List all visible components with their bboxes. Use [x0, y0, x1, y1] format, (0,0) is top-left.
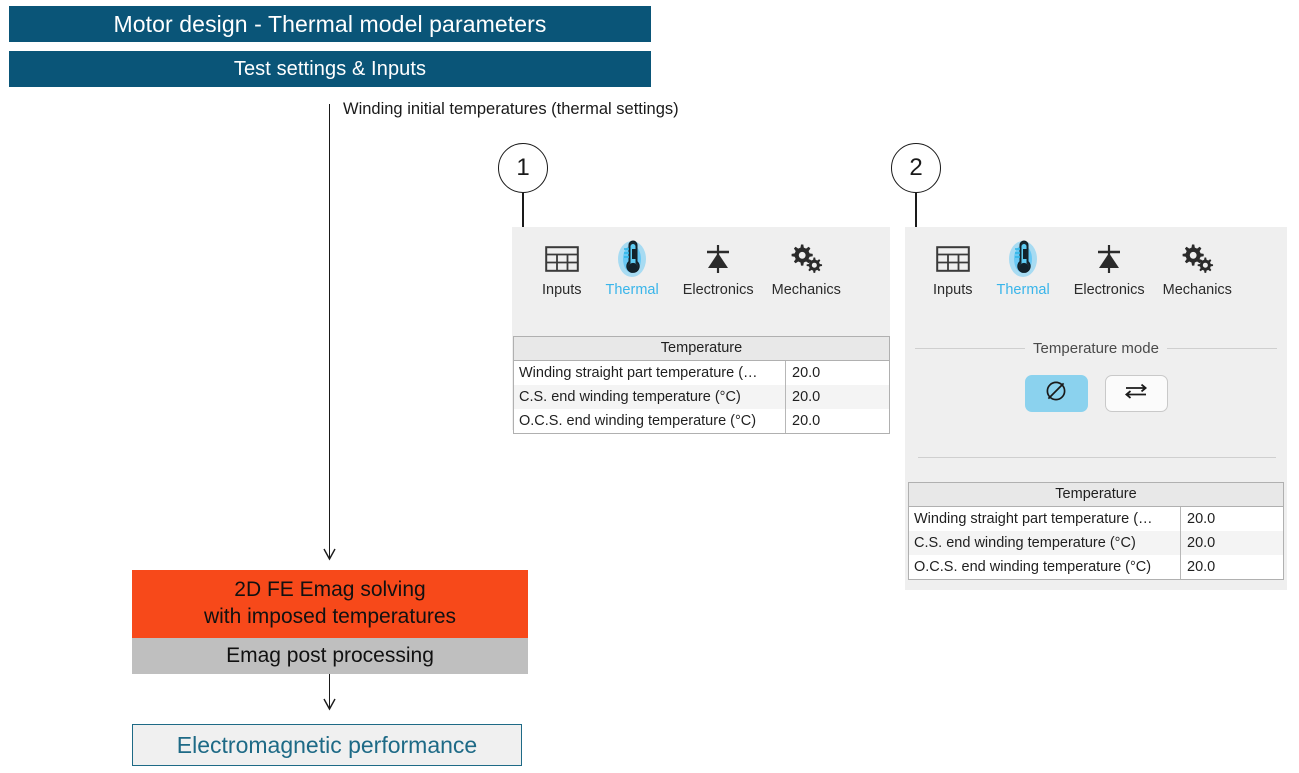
- callout-circle-1: 1: [498, 143, 548, 193]
- table-icon: [544, 239, 579, 279]
- row-label: Winding straight part temperature (…: [514, 361, 786, 385]
- gears-icon: [788, 239, 824, 279]
- temperature-mode-exchange-button[interactable]: [1104, 375, 1168, 412]
- temperature-table-panel-1: Temperature Winding straight part temper…: [513, 336, 890, 434]
- tabbar-panel-2: Inputs Thermal: [905, 227, 1287, 304]
- tab-label-inputs-panel-1: Inputs: [542, 282, 582, 298]
- temperature-mode-average-button[interactable]: [1024, 375, 1088, 412]
- callout-leader-line-2: [915, 193, 917, 243]
- tab-inputs-panel-2[interactable]: Inputs: [923, 235, 989, 304]
- annotation-label: Winding initial temperatures (thermal se…: [343, 100, 679, 118]
- row-label: C.S. end winding temperature (°C): [514, 385, 786, 409]
- tab-label-inputs-panel-2: Inputs: [933, 282, 973, 298]
- temperature-mode-title: Temperature mode: [1033, 340, 1159, 357]
- flow-arrow-down-main: [323, 548, 336, 561]
- table-row[interactable]: Winding straight part temperature (… 20.…: [909, 507, 1283, 531]
- tab-thermal-panel-1[interactable]: Thermal: [598, 235, 675, 304]
- tab-label-thermal-panel-2: Thermal: [996, 282, 1050, 298]
- thermometer-icon: [615, 239, 649, 279]
- row-label: O.C.S. end winding temperature (°C): [909, 555, 1181, 579]
- diode-icon: [701, 239, 735, 279]
- table-icon: [935, 239, 970, 279]
- table-row[interactable]: C.S. end winding temperature (°C) 20.0: [909, 531, 1283, 555]
- temperature-mode-buttons: [915, 375, 1277, 412]
- row-label: O.C.S. end winding temperature (°C): [514, 409, 786, 433]
- flow-box-emag-solving-line2: with imposed temperatures: [203, 605, 457, 628]
- callout-number-1: 1: [516, 154, 530, 181]
- flow-connector-line-main: [329, 104, 331, 559]
- tab-mechanics-panel-1[interactable]: Mechanics: [764, 235, 849, 304]
- callout-circle-2: 2: [891, 143, 941, 193]
- tab-electronics-panel-1[interactable]: Electronics: [675, 235, 764, 304]
- average-diameter-icon: [1043, 378, 1069, 409]
- flow-arrow-down-mid: [323, 698, 336, 711]
- tab-mechanics-panel-2[interactable]: Mechanics: [1155, 235, 1240, 304]
- temperature-mode-bottom-separator: [918, 457, 1276, 458]
- page-title: Motor design - Thermal model parameters: [9, 6, 651, 42]
- table-row[interactable]: O.C.S. end winding temperature (°C) 20.0: [909, 555, 1283, 579]
- table-row[interactable]: C.S. end winding temperature (°C) 20.0: [514, 385, 889, 409]
- flow-box-emag-post-processing: Emag post processing: [132, 638, 528, 674]
- page-subtitle-text: Test settings & Inputs: [233, 57, 427, 80]
- temperature-table-header-panel-1: Temperature: [514, 337, 889, 361]
- temperature-table-header-panel-2: Temperature: [909, 483, 1283, 507]
- row-value[interactable]: 20.0: [792, 413, 821, 429]
- bidirectional-arrows-icon: [1122, 380, 1150, 407]
- row-label: C.S. end winding temperature (°C): [909, 531, 1181, 555]
- temperature-mode-group: Temperature mode: [915, 340, 1277, 412]
- tab-label-thermal-panel-1: Thermal: [605, 282, 659, 298]
- temperature-mode-separator: Temperature mode: [915, 340, 1277, 357]
- flow-box-electromagnetic-performance: Electromagnetic performance: [132, 724, 522, 766]
- tab-label-electronics-panel-2: Electronics: [1073, 282, 1145, 298]
- table-row[interactable]: Winding straight part temperature (… 20.…: [514, 361, 889, 385]
- page-title-text: Motor design - Thermal model parameters: [113, 10, 547, 37]
- flow-box-emag-solving-line1: 2D FE Emag solving: [234, 578, 426, 602]
- tabbar-panel-1: Inputs Thermal: [512, 227, 890, 304]
- row-value[interactable]: 20.0: [792, 389, 821, 405]
- callout-number-2: 2: [909, 154, 923, 181]
- thermometer-icon: [1006, 239, 1040, 279]
- tab-electronics-panel-2[interactable]: Electronics: [1066, 235, 1155, 304]
- flow-box-performance-text: Electromagnetic performance: [176, 731, 478, 758]
- row-value[interactable]: 20.0: [1187, 511, 1216, 527]
- separator-line-left: [915, 348, 1026, 349]
- row-value[interactable]: 20.0: [1187, 535, 1216, 551]
- gears-icon: [1179, 239, 1215, 279]
- page-subtitle: Test settings & Inputs: [9, 51, 651, 87]
- temperature-table-panel-2: Temperature Winding straight part temper…: [908, 482, 1284, 580]
- tab-label-electronics-panel-1: Electronics: [682, 282, 754, 298]
- diode-icon: [1092, 239, 1126, 279]
- row-label: Winding straight part temperature (…: [909, 507, 1181, 531]
- row-value[interactable]: 20.0: [1187, 559, 1216, 575]
- table-row[interactable]: O.C.S. end winding temperature (°C) 20.0: [514, 409, 889, 433]
- separator-line-right: [1166, 348, 1277, 349]
- callout-leader-line-1: [522, 193, 524, 243]
- flow-box-post-processing-text: Emag post processing: [226, 644, 434, 667]
- tab-label-mechanics-panel-1: Mechanics: [771, 282, 841, 298]
- tab-label-mechanics-panel-2: Mechanics: [1162, 282, 1232, 298]
- flow-box-emag-solving: 2D FE Emag solving with imposed temperat…: [132, 570, 528, 638]
- tab-inputs-panel-1[interactable]: Inputs: [532, 235, 598, 304]
- row-value[interactable]: 20.0: [792, 365, 821, 381]
- flow-connector-line-mid: [329, 673, 331, 709]
- tab-thermal-panel-2[interactable]: Thermal: [989, 235, 1066, 304]
